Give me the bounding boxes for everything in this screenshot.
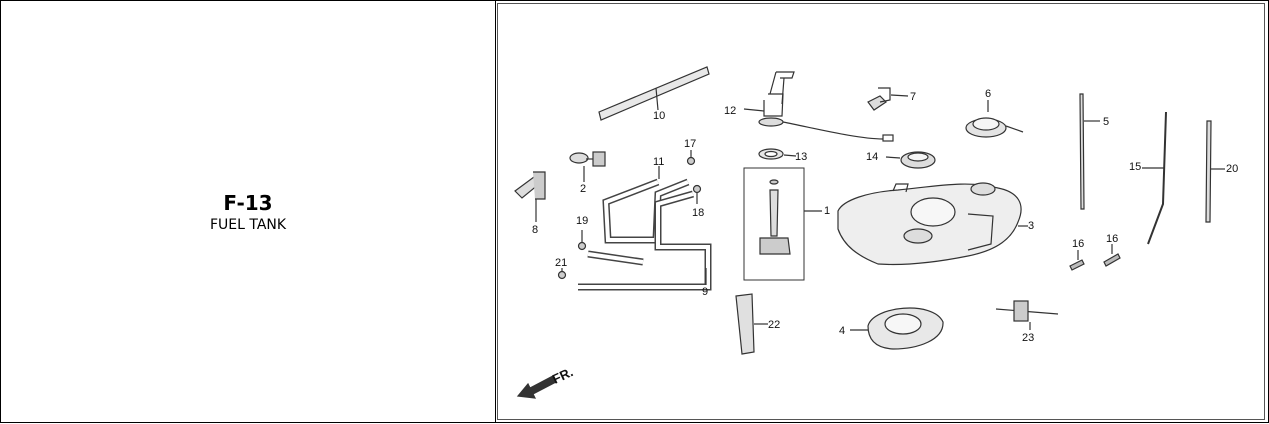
callout-1: 1: [824, 205, 830, 217]
section-header: F-13 FUEL TANK: [1, 1, 495, 422]
callout-13: 13: [795, 151, 807, 163]
callout-4: 4: [839, 325, 845, 337]
part-19-clip: [577, 230, 587, 251]
section-code: F-13: [223, 191, 273, 215]
panel-divider: [495, 0, 496, 423]
part-2-clamp: [569, 151, 606, 182]
callout-5: 5: [1103, 116, 1109, 128]
part-23-damper: [995, 300, 1059, 330]
callout-21: 21: [555, 257, 567, 269]
part-13-ring: [758, 148, 797, 160]
part-12-fuel-pump: [743, 71, 894, 142]
part-8-t-fitting: [514, 171, 546, 222]
part-7-fitting: [867, 87, 909, 111]
exploded-parts-diagram: 1 2 3 4 5 6 7 8 9 10 11 12 13 14 15 16 1…: [497, 3, 1265, 420]
part-14-cap: [885, 151, 936, 169]
callout-22: 22: [768, 319, 780, 331]
front-direction-label: FR.: [550, 364, 575, 386]
part-5-rod: [1079, 93, 1100, 210]
part-3-fuel-tank: [837, 182, 1028, 266]
part-15-rod: [1142, 111, 1167, 245]
callout-7: 7: [910, 91, 916, 103]
part-17-clip: [686, 150, 696, 166]
callout-11: 11: [653, 156, 664, 168]
part-6-seat: [965, 100, 1024, 138]
front-direction-arrow: [516, 375, 557, 399]
callout-14: 14: [866, 151, 878, 163]
part-4-base: [850, 307, 944, 350]
callout-10: 10: [653, 110, 665, 122]
part-22-sleeve: [735, 293, 768, 355]
callout-2: 2: [580, 183, 586, 195]
part-21-clip: [557, 268, 567, 280]
callout-17: 17: [684, 138, 696, 150]
part-11-hose: [602, 166, 690, 244]
part-20-rod: [1205, 120, 1225, 223]
part-9-hose: [578, 190, 712, 291]
section-title: FUEL TANK: [209, 217, 287, 233]
callout-19: 19: [576, 215, 588, 227]
callout-9: 9: [702, 286, 708, 298]
part-16-bolt-b: [1103, 244, 1121, 267]
callout-18: 18: [692, 207, 704, 219]
part-18-clip: [692, 184, 702, 204]
callout-3: 3: [1028, 220, 1034, 232]
callout-16b: 16: [1106, 233, 1118, 245]
callout-20: 20: [1226, 163, 1238, 175]
part-1-fuel-gauge-assembly: [743, 167, 822, 281]
part-16-bolt-a: [1069, 250, 1085, 271]
part-10-tube: [598, 66, 710, 121]
callout-12: 12: [724, 105, 736, 117]
callout-16a: 16: [1072, 238, 1084, 250]
callout-8: 8: [532, 224, 538, 236]
callout-15: 15: [1129, 161, 1141, 173]
callout-23: 23: [1022, 332, 1034, 344]
callout-6: 6: [985, 88, 991, 100]
